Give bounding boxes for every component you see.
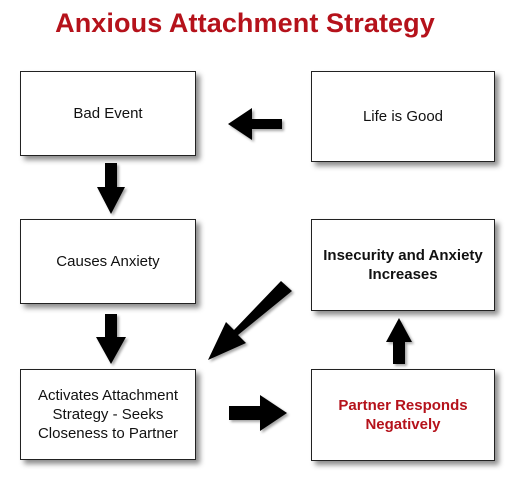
arrow-causes-to-activates-icon	[96, 314, 126, 364]
arrow-bad-to-causes-icon	[97, 163, 125, 214]
arrow-life-to-bad-icon	[228, 108, 282, 140]
diagram-title: Anxious Attachment Strategy	[55, 8, 435, 38]
partner-responds-label: Partner Responds Negatively	[338, 397, 468, 433]
partner-responds-box: Partner Responds Negatively	[311, 369, 495, 461]
causes-anxiety-label: Causes Anxiety	[56, 253, 160, 270]
insecurity-anxiety-box: Insecurity and Anxiety Increases	[311, 219, 495, 311]
arrow-insecurity-to-activates-icon	[208, 281, 292, 360]
life-is-good-label: Life is Good	[362, 108, 444, 125]
insecurity-anxiety-label: Insecurity and Anxiety Increases	[323, 247, 483, 283]
activates-attachment-label: Activates Attachment Strategy - Seeks Cl…	[37, 387, 179, 442]
bad-event-label: Bad Event	[73, 105, 143, 122]
arrow-partner-to-insecurity-icon	[386, 318, 412, 364]
activates-attachment-box: Activates Attachment Strategy - Seeks Cl…	[20, 369, 196, 460]
causes-anxiety-box: Causes Anxiety	[20, 219, 196, 304]
life-is-good-box: Life is Good	[311, 71, 495, 162]
arrow-activates-to-partner-icon	[229, 395, 287, 431]
bad-event-box: Bad Event	[20, 71, 196, 156]
